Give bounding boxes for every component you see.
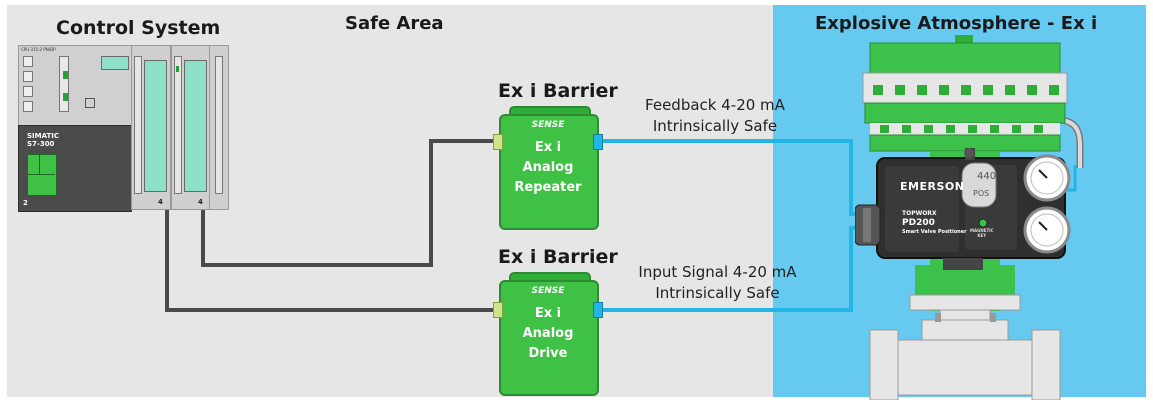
barrier-1-safe-port xyxy=(493,134,503,150)
plc-io-module-2: 4 xyxy=(171,45,211,210)
feedback-signal-line-1: Feedback 4-20 mA xyxy=(645,96,785,114)
safe-wire-repeater xyxy=(201,139,497,267)
input-signal-line-1: Input Signal 4-20 mA xyxy=(638,263,797,281)
barrier-analog-drive: SENSE Ex i Analog Drive xyxy=(493,272,603,396)
plc-slot-4a: 4 xyxy=(158,198,163,206)
barrier-2-heading: Ex i Barrier xyxy=(498,246,618,268)
emerson-logo: EMERSON xyxy=(900,180,965,193)
positioner-model: PD200 xyxy=(902,218,935,228)
plc-cpu-module: CPU 315-2 PN/DP xyxy=(18,45,132,127)
barrier-2-line-3: Drive xyxy=(528,346,568,361)
sense-logo: SENSE xyxy=(531,286,565,296)
barrier-2-safe-port xyxy=(493,302,503,318)
input-signal-caption: Input Signal 4-20 mA Intrinsically Safe xyxy=(625,262,810,304)
display-value: 440 xyxy=(977,171,997,182)
input-signal-line-2: Intrinsically Safe xyxy=(655,284,780,302)
control-system-title: Control System xyxy=(56,17,221,39)
display-unit: POS xyxy=(973,189,990,198)
plc-rack: CPU 315-2 PN/DP SIMATIC S7-300 2 4 xyxy=(18,45,229,212)
explosive-atmosphere-title: Explosive Atmosphere - Ex i xyxy=(815,13,1098,34)
barrier-1-heading: Ex i Barrier xyxy=(498,80,618,102)
feedback-signal-line-2: Intrinsically Safe xyxy=(652,117,778,135)
plc-io-module-1: 4 xyxy=(131,45,171,210)
plc-cpu-lower: SIMATIC S7-300 2 xyxy=(18,125,132,212)
barrier-1-line-3: Repeater xyxy=(514,180,582,195)
is-wire-feedback xyxy=(600,139,870,216)
barrier-analog-repeater: SENSE Ex i Analog Repeater xyxy=(493,106,603,230)
barrier-2-line-1: Ex i xyxy=(534,306,562,321)
plc-io-module-3 xyxy=(209,45,229,210)
plc-slot-4b: 4 xyxy=(198,198,203,206)
sense-logo: SENSE xyxy=(531,120,565,130)
barrier-1-line-1: Ex i xyxy=(534,140,562,155)
safe-area-title: Safe Area xyxy=(345,13,444,34)
barrier-2-is-port xyxy=(593,302,603,318)
barrier-1-is-port xyxy=(593,134,603,150)
barrier-2-line-2: Analog xyxy=(522,326,574,341)
control-valve xyxy=(855,35,1071,400)
plc-slot-2: 2 xyxy=(23,199,28,207)
safe-wire-drive xyxy=(165,200,497,312)
topworx-label: TOPWORX xyxy=(902,210,937,217)
plc-model-label: SIMATIC S7-300 xyxy=(27,132,60,148)
plc-cpu-label: CPU 315-2 PN/DP xyxy=(21,47,56,52)
feedback-signal-caption: Feedback 4-20 mA Intrinsically Safe xyxy=(630,95,800,137)
barrier-1-line-2: Analog xyxy=(522,160,574,175)
magnetic-key-label: MAGNETIC KEY xyxy=(970,228,994,238)
positioner-model-sub: Smart Valve Positioner xyxy=(902,229,967,235)
